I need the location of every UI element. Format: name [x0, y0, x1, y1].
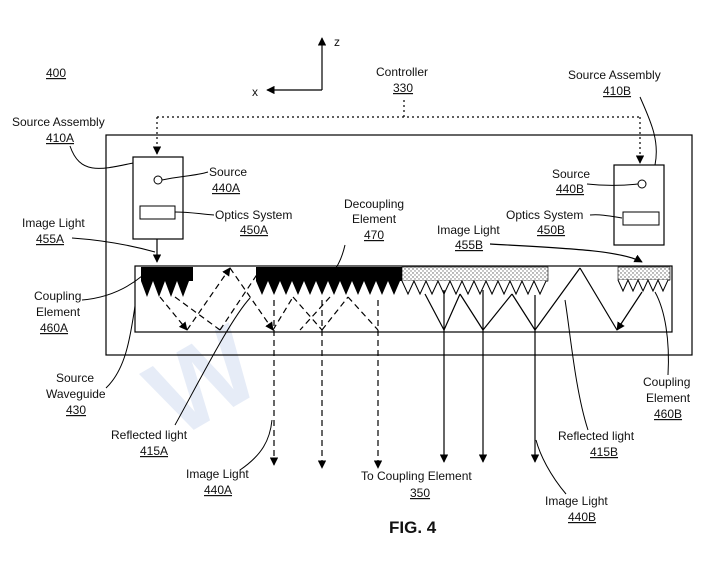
optics-a-ref: 450A — [240, 223, 268, 237]
image-light-b-ref: 455B — [455, 238, 483, 252]
waveguide-label-1: Source — [56, 371, 94, 385]
coupling-a-ref: 460A — [40, 321, 68, 335]
source-b-ref: 440B — [556, 182, 584, 196]
reflected-b-ref: 415B — [590, 445, 618, 459]
coupling-element-b — [617, 266, 671, 293]
decoupling-element-black — [256, 267, 402, 295]
axis-x-label: x — [252, 85, 258, 99]
coupling-b-label-2: Element — [646, 391, 691, 405]
image-light-a-ref: 455A — [36, 232, 64, 246]
image-light-b-output — [439, 290, 540, 463]
reflected-rays-a — [159, 267, 379, 331]
source-b-label: Source — [552, 167, 590, 181]
coupling-a-label-2: Element — [36, 305, 81, 319]
decoupling-label-1: Decoupling — [344, 197, 404, 211]
image-light-a-label: Image Light — [22, 216, 85, 230]
out-image-light-b-label: Image Light — [545, 494, 608, 508]
optics-b-ref: 450B — [537, 223, 565, 237]
coupling-a-label-1: Coupling — [34, 289, 81, 303]
image-light-b-label: Image Light — [437, 223, 500, 237]
optics-a-label: Optics System — [215, 208, 292, 222]
decoupling-element-dotted — [401, 266, 549, 296]
housing-box — [105, 134, 693, 356]
coupling-element-a — [141, 267, 193, 297]
optics-b-label: Optics System — [506, 208, 583, 222]
figure-ref-400: 400 — [46, 66, 66, 80]
image-light-a-output — [269, 300, 383, 469]
reflected-rays-b — [424, 267, 643, 331]
source-waveguide — [134, 265, 673, 333]
source-assembly-b-label: Source Assembly — [568, 68, 661, 82]
source-assembly-b-ref: 410B — [603, 84, 631, 98]
controller-ref: 330 — [393, 81, 413, 95]
source-assembly-a — [132, 156, 184, 263]
coupling-b-label-1: Coupling — [643, 375, 690, 389]
source-assembly-a-label: Source Assembly — [12, 115, 105, 129]
source-assembly-b — [613, 164, 665, 246]
decoupling-label-2: Element — [352, 212, 397, 226]
source-a-ref: 440A — [212, 181, 240, 195]
waveguide-ref: 430 — [66, 403, 86, 417]
reflected-a-ref: 415A — [140, 444, 168, 458]
to-coupling-label: To Coupling Element — [361, 469, 472, 483]
out-image-light-a-ref: 440A — [204, 483, 232, 497]
reflected-b-label: Reflected light — [558, 429, 635, 443]
to-coupling-ref: 350 — [410, 486, 430, 500]
reflected-a-label: Reflected light — [111, 428, 188, 442]
waveguide-label-2: Waveguide — [46, 387, 106, 401]
source-assembly-a-ref: 410A — [46, 131, 74, 145]
figure-label: FIG. 4 — [389, 518, 437, 537]
axis-indicator: z x — [252, 35, 340, 99]
axis-z-label: z — [334, 35, 340, 49]
coupling-b-ref: 460B — [654, 407, 682, 421]
out-image-light-b-ref: 440B — [568, 510, 596, 524]
out-image-light-a-label: Image Light — [186, 467, 249, 481]
source-a-label: Source — [209, 165, 247, 179]
controller-connection — [152, 100, 645, 164]
decoupling-ref: 470 — [364, 228, 384, 242]
controller-label: Controller — [376, 65, 428, 79]
